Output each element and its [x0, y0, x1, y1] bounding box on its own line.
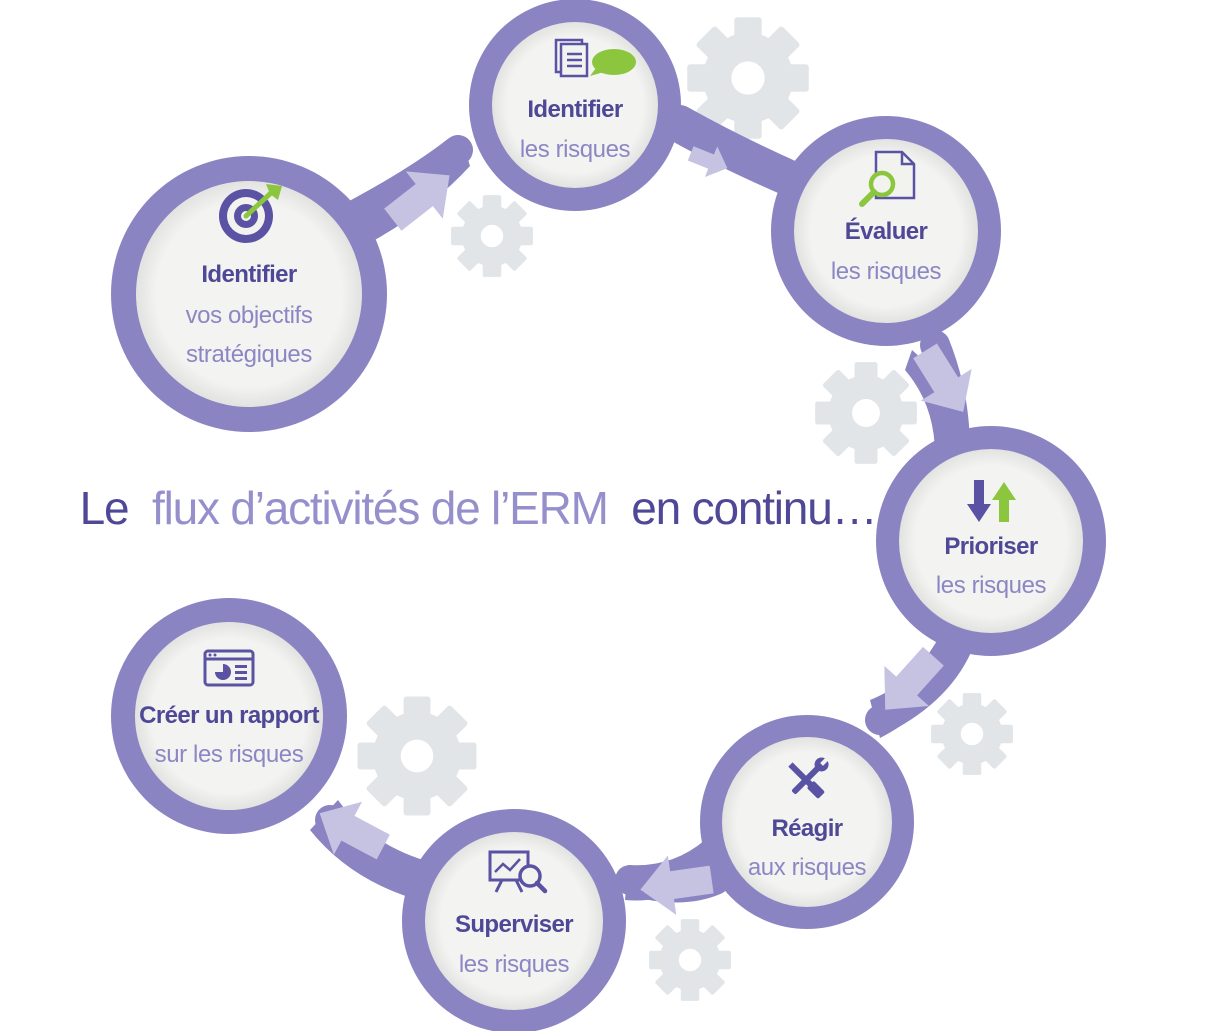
step-react-risks: Réagir aux risques	[700, 715, 914, 929]
step-subtitle: sur les risques	[155, 741, 304, 768]
gear-icon	[815, 362, 917, 464]
diagram-title: Le flux d’activités de l’ERM en continu…	[80, 482, 877, 534]
arrow-icon	[640, 855, 714, 915]
report-window-icon	[203, 649, 255, 687]
step-prioritize-risks: Prioriser les risques	[876, 426, 1106, 656]
gears-background	[357, 17, 1013, 1001]
step-subtitle: stratégiques	[186, 341, 312, 368]
step-subtitle: les risques	[831, 258, 942, 285]
step-name: Créer un rapport	[139, 702, 319, 729]
step-name: Identifier	[527, 96, 623, 123]
magnifier-document-icon	[859, 150, 916, 207]
arrow-icon	[384, 171, 450, 231]
target-icon	[219, 184, 282, 243]
step-name: Évaluer	[845, 217, 928, 245]
title-part: flux d’activités de l’ERM	[152, 482, 608, 534]
arrow-icon	[884, 646, 944, 710]
tools-icon	[788, 757, 829, 799]
step-name: Superviser	[455, 911, 573, 938]
flow-arrows	[319, 146, 972, 915]
gear-icon	[649, 919, 731, 1001]
gear-icon	[451, 195, 533, 277]
arrow-icon	[319, 801, 390, 860]
arrow-icon	[687, 146, 728, 177]
step-evaluate-risks: Évaluer les risques	[771, 116, 1001, 346]
step-name: Réagir	[771, 815, 842, 842]
presentation-search-icon	[488, 850, 548, 894]
gear-icon	[357, 696, 477, 816]
step-monitor-risks: Superviser les risques	[402, 809, 626, 1031]
step-name: Prioriser	[944, 533, 1038, 560]
gear-icon	[931, 693, 1013, 775]
step-identify-objectives: Identifier vos objectifs stratégiques	[111, 156, 387, 432]
step-name: Identifier	[201, 261, 297, 288]
step-report-risks: Créer un rapport sur les risques	[111, 598, 347, 834]
step-subtitle: les risques	[936, 572, 1047, 599]
step-identify-risks: Identifier les risques	[469, 0, 681, 211]
step-subtitle: les risques	[520, 136, 631, 163]
arrow-icon	[913, 343, 972, 412]
step-subtitle: aux risques	[748, 854, 867, 881]
documents-chat-icon	[554, 38, 636, 78]
step-subtitle: vos objectifs	[186, 302, 313, 329]
title-part: Le	[80, 482, 129, 534]
up-down-arrows-icon	[967, 480, 1016, 522]
gear-icon	[687, 17, 809, 139]
step-subtitle: les risques	[459, 951, 570, 978]
title-part: en continu…	[631, 482, 876, 534]
